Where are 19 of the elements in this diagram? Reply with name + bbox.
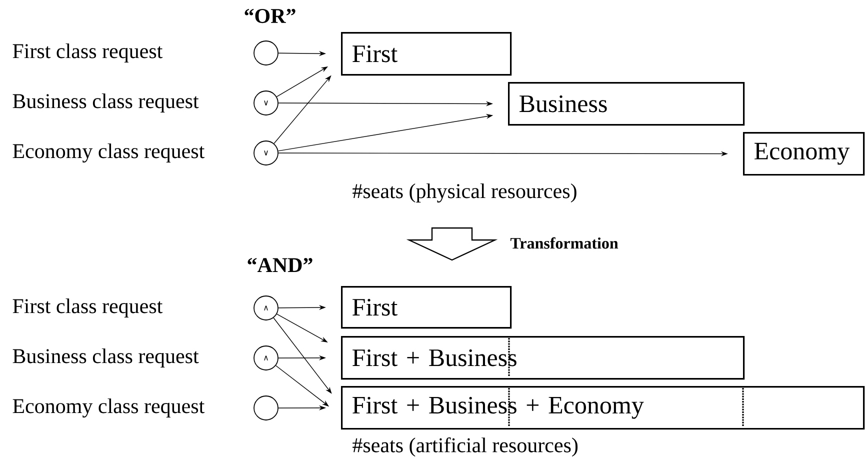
text-label: #seats (physical resources) (352, 183, 576, 203)
text-label: #seats (artificial resources) (352, 437, 578, 457)
resource-box: First + Business (341, 336, 745, 380)
text-label: Economy class request (12, 398, 205, 418)
empty-circle (254, 396, 278, 420)
resource-box: First (341, 32, 512, 76)
text-label: First class request (12, 298, 163, 318)
arrow-label: Transformation (510, 237, 618, 249)
text-label: Business class request (12, 93, 199, 113)
empty-circle (254, 40, 278, 66)
gate-heading: “OR” (244, 8, 296, 24)
text-label: First class request (12, 43, 163, 63)
resource-box: Economy (743, 132, 865, 176)
text-label: Economy class request (12, 143, 205, 163)
gate-heading: “AND” (248, 258, 312, 272)
resource-box: Business (508, 82, 745, 126)
text-label: Business class request (12, 348, 199, 368)
resource-box: First + Business + Economy (341, 386, 865, 430)
resource-box: First (341, 286, 512, 329)
